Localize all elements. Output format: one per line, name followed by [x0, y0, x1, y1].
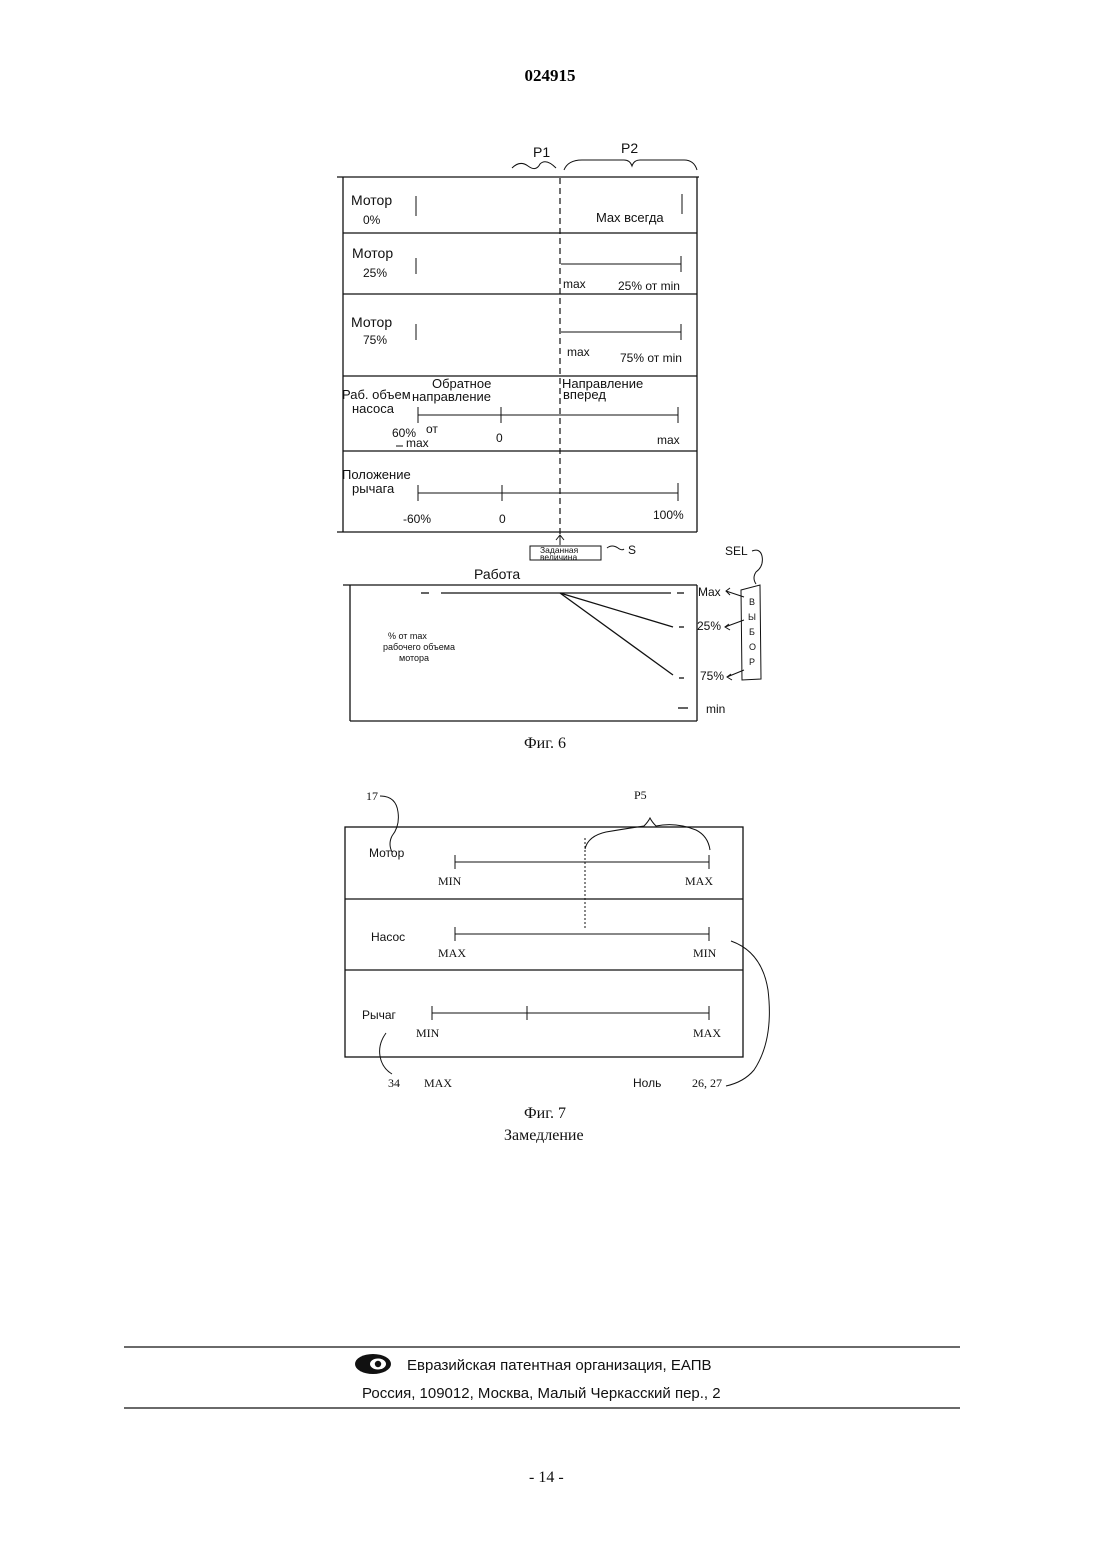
- right-label-max: Max: [698, 585, 721, 599]
- page-number: - 14 -: [529, 1469, 564, 1486]
- motor25-percent: 25%: [363, 266, 387, 280]
- select-letter: Р: [749, 657, 755, 667]
- sel-leader-line: [752, 550, 762, 584]
- motor75-percent: 75%: [363, 333, 387, 347]
- lever-label-1: Положение: [342, 467, 411, 482]
- pump-label-1: Раб. объем: [342, 387, 411, 402]
- motor25-label: Мотор: [352, 245, 393, 261]
- s-label: S: [628, 543, 636, 557]
- curve-25: [560, 593, 673, 627]
- right-label-75: 75%: [700, 669, 724, 683]
- sel-label: SEL: [725, 544, 748, 558]
- ref-34: 34: [388, 1076, 400, 1090]
- setpoint-arrow: [556, 535, 564, 545]
- y-note-3: мотора: [399, 653, 429, 663]
- motor0-label: Мотор: [351, 192, 392, 208]
- lever-tick-mid-label: 0: [499, 512, 506, 526]
- right-label-min: min: [706, 702, 725, 716]
- bottom-max-label: MAX: [424, 1076, 452, 1090]
- select-letter: Ы: [748, 612, 756, 622]
- y-note-2: рабочего объема: [383, 642, 455, 652]
- motor75-label: Мотор: [351, 314, 392, 330]
- footer-org: Евразийская патентная организация, ЕАПВ: [407, 1357, 712, 1374]
- y-note-1: % от max: [388, 631, 427, 641]
- lever-label-2: рычага: [352, 481, 395, 496]
- lever-tick-left-label: -60%: [403, 512, 431, 526]
- eapo-logo-icon: [355, 1354, 391, 1374]
- label-p1: P1: [533, 144, 550, 160]
- pump-tick-right-label: max: [657, 433, 680, 447]
- motor25-right-label: 25% от min: [618, 279, 680, 293]
- brace-p5: [585, 818, 710, 850]
- fig7-caption: Фиг. 7: [524, 1105, 566, 1122]
- s-leader-line: [607, 546, 624, 550]
- label-p5: P5: [634, 788, 647, 802]
- fig7-motor-label: Мотор: [369, 846, 405, 860]
- motor0-note: Max всегда: [596, 210, 664, 225]
- ref-17: 17: [366, 789, 378, 803]
- fig7-lever-right-label: MAX: [693, 1026, 721, 1040]
- pump-tick-left-label-3: max: [406, 436, 429, 450]
- select-letter: В: [749, 597, 755, 607]
- ref-2627-leader: [726, 941, 769, 1086]
- ref-34-leader: [380, 1033, 392, 1074]
- right-label-25: 25%: [697, 619, 721, 633]
- motor0-percent: 0%: [363, 213, 381, 227]
- pump-tick-left-label-2: от: [426, 422, 438, 436]
- select-letter: О: [749, 642, 756, 652]
- fig7-motor-right-label: MAX: [685, 874, 713, 888]
- label-p2: P2: [621, 140, 638, 156]
- ref-26-27: 26, 27: [692, 1076, 722, 1090]
- ref-17-leader: [380, 796, 398, 852]
- motor75-left-label: max: [567, 345, 590, 359]
- footer-address: Россия, 109012, Москва, Малый Черкасский…: [362, 1385, 721, 1402]
- pump-tick-mid-label: 0: [496, 431, 503, 445]
- fig6-caption: Фиг. 6: [524, 735, 566, 752]
- select-letter: Б: [749, 627, 755, 637]
- fig7-pump-right-label: MIN: [693, 946, 717, 960]
- setpoint-label-2: величина: [540, 552, 577, 562]
- lever-tick-right-label: 100%: [653, 508, 684, 522]
- forward-label-2: вперед: [563, 387, 606, 402]
- fig7-motor-left-label: MIN: [438, 874, 462, 888]
- fig7-lever-left-label: MIN: [416, 1026, 440, 1040]
- brace-p2: [564, 160, 697, 170]
- fig7-lever-label: Рычаг: [362, 1008, 397, 1022]
- motor75-right-label: 75% от min: [620, 351, 682, 365]
- fig7-pump-label: Насос: [371, 930, 405, 944]
- pump-label-2: насоса: [352, 401, 395, 416]
- bottom-zero-label: Ноль: [633, 1076, 661, 1090]
- motor25-left-label: max: [563, 277, 586, 291]
- curve-75: [560, 593, 673, 675]
- brace-p1: [512, 162, 556, 169]
- fig7-subcaption: Замедление: [504, 1127, 584, 1144]
- reverse-label-2: направление: [412, 389, 491, 404]
- work-label: Работа: [474, 566, 520, 582]
- fig7-pump-left-label: MAX: [438, 946, 466, 960]
